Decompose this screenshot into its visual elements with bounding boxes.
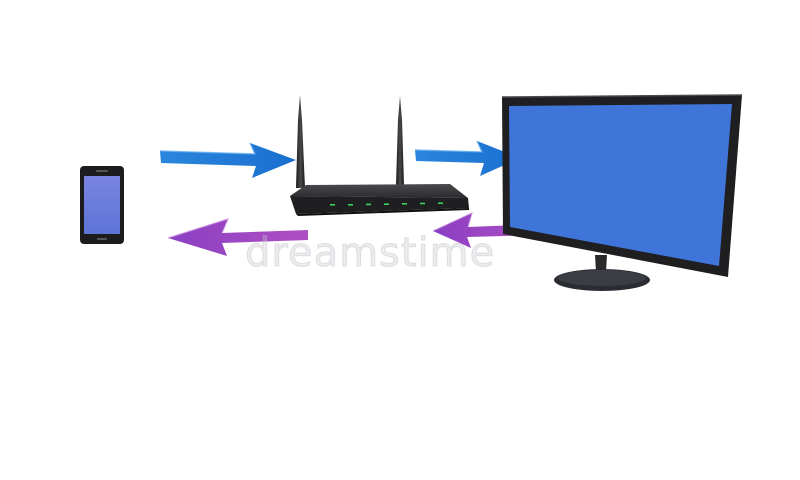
monitor-icon [501, 94, 743, 291]
arrow-router-to-phone [167, 218, 308, 256]
smartphone-icon [80, 166, 124, 244]
wifi-router-icon [290, 95, 469, 216]
arrow-router-to-monitor [414, 140, 520, 176]
arrow-monitor-to-router [432, 211, 542, 248]
arrow-phone-to-router [159, 142, 296, 178]
